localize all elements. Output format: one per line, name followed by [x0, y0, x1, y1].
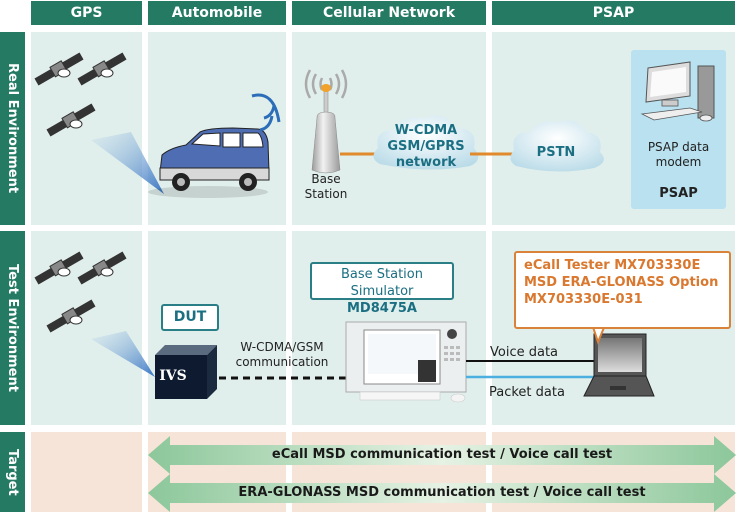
base-station-tower: [304, 69, 376, 174]
gps-beam: [91, 132, 164, 194]
pstn-cloud: [510, 120, 604, 172]
md8475a-device: [345, 321, 467, 403]
satellite-icon: [33, 52, 85, 86]
wcdma-gsm-link-label: W-CDMA/GSM communication: [224, 340, 340, 370]
target-arrow-2: [148, 474, 736, 512]
column-header-label: PSAP: [592, 5, 635, 21]
callout-line: MSD ERA-GLONASS Option: [524, 275, 719, 290]
row-header-label: Real Environment: [5, 63, 20, 194]
base-station-label: Base Station: [304, 172, 348, 201]
cellular-network-label-line: W-CDMA: [394, 123, 458, 138]
link-label-line: W-CDMA/GSM: [240, 340, 324, 354]
cellular-network-label-line: GSM/GPRS: [387, 139, 465, 154]
wireless-signal-icon: [251, 93, 281, 132]
dut-label: DUT: [161, 304, 219, 331]
gps-satellites-real: [33, 52, 164, 194]
simulator-title: Base Station Simulator: [340, 267, 423, 299]
target-arrow-2-label: ERA-GLONASS MSD communication test / Voi…: [238, 485, 646, 500]
automobile-real: [148, 93, 281, 198]
gps-beam: [91, 331, 155, 377]
ivs-box: [155, 345, 217, 399]
simulator-model: MD8475A: [347, 301, 417, 316]
target-arrow-1-label: eCall MSD communication test / Voice cal…: [271, 447, 613, 462]
satellite-icon: [45, 103, 97, 137]
wcdma-gsm-link-line: [219, 376, 349, 380]
satellite-icon: [45, 299, 97, 333]
column-header-label: Automobile: [171, 5, 263, 21]
column-header-psap: PSAP: [492, 1, 735, 25]
packet-data-label: Packet data: [489, 385, 565, 400]
target-arrows: [148, 436, 736, 512]
psap-label: PSAP: [659, 186, 698, 201]
psap-modem-label: PSAP data modem: [647, 140, 710, 169]
column-header-gps: GPS: [31, 1, 142, 25]
row-header-label: Target: [5, 448, 20, 496]
satellite-icon: [76, 251, 128, 285]
column-header-automobile: Automobile: [148, 1, 286, 25]
cellular-network-label-line: network: [395, 155, 457, 170]
computer-icon: [640, 61, 715, 122]
pstn-label: PSTN: [536, 145, 576, 160]
cellular-network-cloud: [373, 115, 479, 170]
satellite-icon: [76, 52, 128, 86]
target-arrow-1: [148, 436, 736, 474]
column-header-label: Cellular Network: [322, 5, 456, 21]
column-header-label: GPS: [70, 5, 103, 21]
row-header-label: Test Environment: [5, 264, 20, 392]
column-header-cellular-network: Cellular Network: [292, 1, 486, 25]
satellite-icon: [33, 251, 85, 285]
link-label-line: communication: [235, 355, 329, 369]
voice-data-label: Voice data: [490, 345, 559, 360]
row-header-test-environment: Test Environment: [0, 231, 25, 425]
cellular-network-label: W-CDMA GSM/GPRS network: [378, 123, 474, 171]
ivs-label: IVS: [159, 368, 187, 384]
callout-line: eCall Tester MX703330E: [524, 258, 701, 273]
base-station-simulator-label: Base Station Simulator MD8475A: [310, 262, 454, 316]
data-lines: [466, 360, 594, 379]
row-header-target: Target: [0, 432, 25, 512]
laptop-icon: [583, 333, 655, 397]
row-header-real-environment: Real Environment: [0, 32, 25, 225]
cell-target-gps: [31, 432, 142, 512]
gps-satellites-test: [33, 251, 155, 377]
ecall-tester-callout: eCall Tester MX703330E MSD ERA-GLONASS O…: [514, 251, 731, 329]
callout-line: MX703330E-031: [524, 292, 643, 307]
